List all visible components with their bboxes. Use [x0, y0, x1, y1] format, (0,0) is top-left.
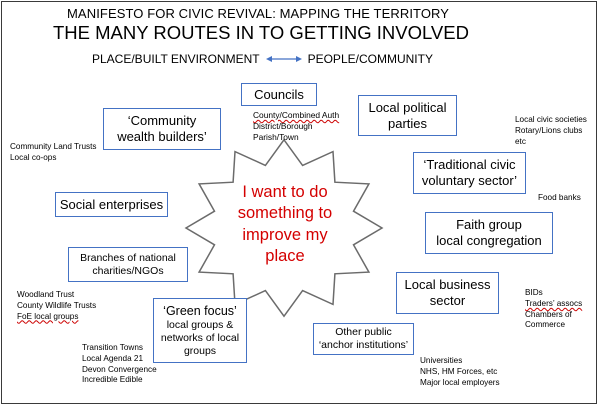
note-line: Chambers of	[525, 309, 572, 319]
local-political-parties-box: Local political parties	[358, 95, 457, 136]
national-charities-box: Branches of national charities/NGOs	[68, 247, 188, 282]
note-line: Woodland Trust	[17, 290, 75, 299]
note-line: Traders’ assocs	[525, 298, 583, 308]
box-line: ‘Community	[127, 113, 197, 129]
note-line: etc	[515, 136, 526, 146]
councils-list: County/Combined Auth District/Borough Pa…	[253, 110, 339, 143]
faith-group-box: Faith group local congregation	[425, 212, 553, 254]
note-line: Commerce	[525, 320, 566, 330]
note-line: County Wildlife Trusts	[17, 300, 97, 310]
anchor-institutions-box: Other public ‘anchor institutions’	[313, 323, 414, 355]
box-line: ‘anchor institutions’	[318, 339, 409, 351]
double-arrow-icon	[265, 56, 302, 62]
box-heading: ‘Green focus’	[163, 303, 237, 318]
note-line: Rotary/Lions clubs	[515, 125, 583, 135]
left-axis-label: PLACE/BUILT ENVIRONMENT	[92, 52, 260, 66]
note-line: Universities	[420, 356, 463, 365]
center-line: place	[265, 247, 305, 266]
note-line: Local co-ops	[10, 152, 57, 162]
box-line: networks of local	[160, 331, 240, 344]
diagram-title: THE MANY ROUTES IN TO GETTING INVOLVED	[53, 22, 469, 43]
note-line: Incredible Edible	[82, 375, 143, 385]
note-line: Local Agenda 21	[82, 353, 144, 363]
council-item: District/Borough	[253, 121, 313, 132]
center-line: something to	[237, 204, 333, 223]
note-line: FoE local groups	[17, 311, 79, 321]
center-statement: I want to do something to improve my pla…	[216, 182, 354, 268]
box-line: wealth builders’	[117, 129, 207, 144]
diagram-subtitle: MANIFESTO FOR CIVIC REVIVAL: MAPPING THE…	[67, 6, 450, 21]
note-line: Food banks	[538, 193, 581, 202]
note-line: Devon Convergence	[82, 364, 157, 374]
traditional-civic-box: ‘Traditional civic voluntary sector’	[413, 152, 526, 194]
box-line: sector	[429, 293, 466, 308]
social-enterprises-box: Social enterprises	[55, 192, 168, 217]
councils-label: Councils	[254, 86, 304, 102]
center-line: I want to do	[242, 183, 328, 201]
right-axis-label: PEOPLE/COMMUNITY	[307, 52, 433, 66]
box-line: local groups &	[166, 318, 234, 331]
box-line: groups	[183, 344, 217, 357]
note-civic-societies: Local civic societies Rotary/Lions clubs…	[515, 115, 587, 147]
note-line: Transition Towns	[82, 343, 143, 352]
box-line: Local political	[368, 99, 447, 115]
note-universities: Universities NHS, HM Forces, etc Major l…	[420, 356, 500, 388]
box-line: parties	[387, 115, 428, 131]
councils-box: Councils	[241, 83, 317, 106]
note-line: NHS, HM Forces, etc	[420, 366, 498, 376]
box-line: Local business	[404, 277, 491, 293]
center-line: improve my	[242, 225, 328, 244]
green-focus-box: ‘Green focus’ local groups & networks of…	[153, 298, 247, 363]
council-item: County/Combined Auth	[253, 110, 340, 120]
box-line: Social enterprises	[59, 196, 164, 212]
box-line: Branches of national	[80, 251, 176, 264]
note-land-trusts: Community Land Trusts Local co-ops	[10, 142, 96, 164]
local-business-box: Local business sector	[396, 272, 499, 314]
box-line: local congregation	[436, 233, 542, 248]
box-line: voluntary sector’	[421, 173, 518, 188]
note-transition: Transition Towns Local Agenda 21 Devon C…	[82, 343, 157, 386]
council-item: Parish/Town	[253, 132, 299, 143]
box-line: ‘Traditional civic	[423, 157, 516, 173]
note-line: Local civic societies	[515, 115, 587, 124]
note-bids: BIDs Traders’ assocs Chambers of Commerc…	[525, 288, 582, 331]
note-line: BIDs	[525, 288, 543, 297]
note-line: Community Land Trusts	[10, 142, 97, 151]
note-line: Major local employers	[420, 377, 500, 387]
axis-row: PLACE/BUILT ENVIRONMENT PEOPLE/COMMUNITY	[92, 52, 433, 66]
box-line: Faith group	[456, 217, 522, 233]
note-woodland: Woodland Trust County Wildlife Trusts Fo…	[17, 290, 96, 322]
note-food-banks: Food banks	[538, 193, 581, 204]
box-line: Other public	[335, 326, 392, 339]
box-line: charities/NGOs	[92, 264, 164, 277]
community-wealth-builders-box: ‘Community wealth builders’	[103, 108, 221, 150]
